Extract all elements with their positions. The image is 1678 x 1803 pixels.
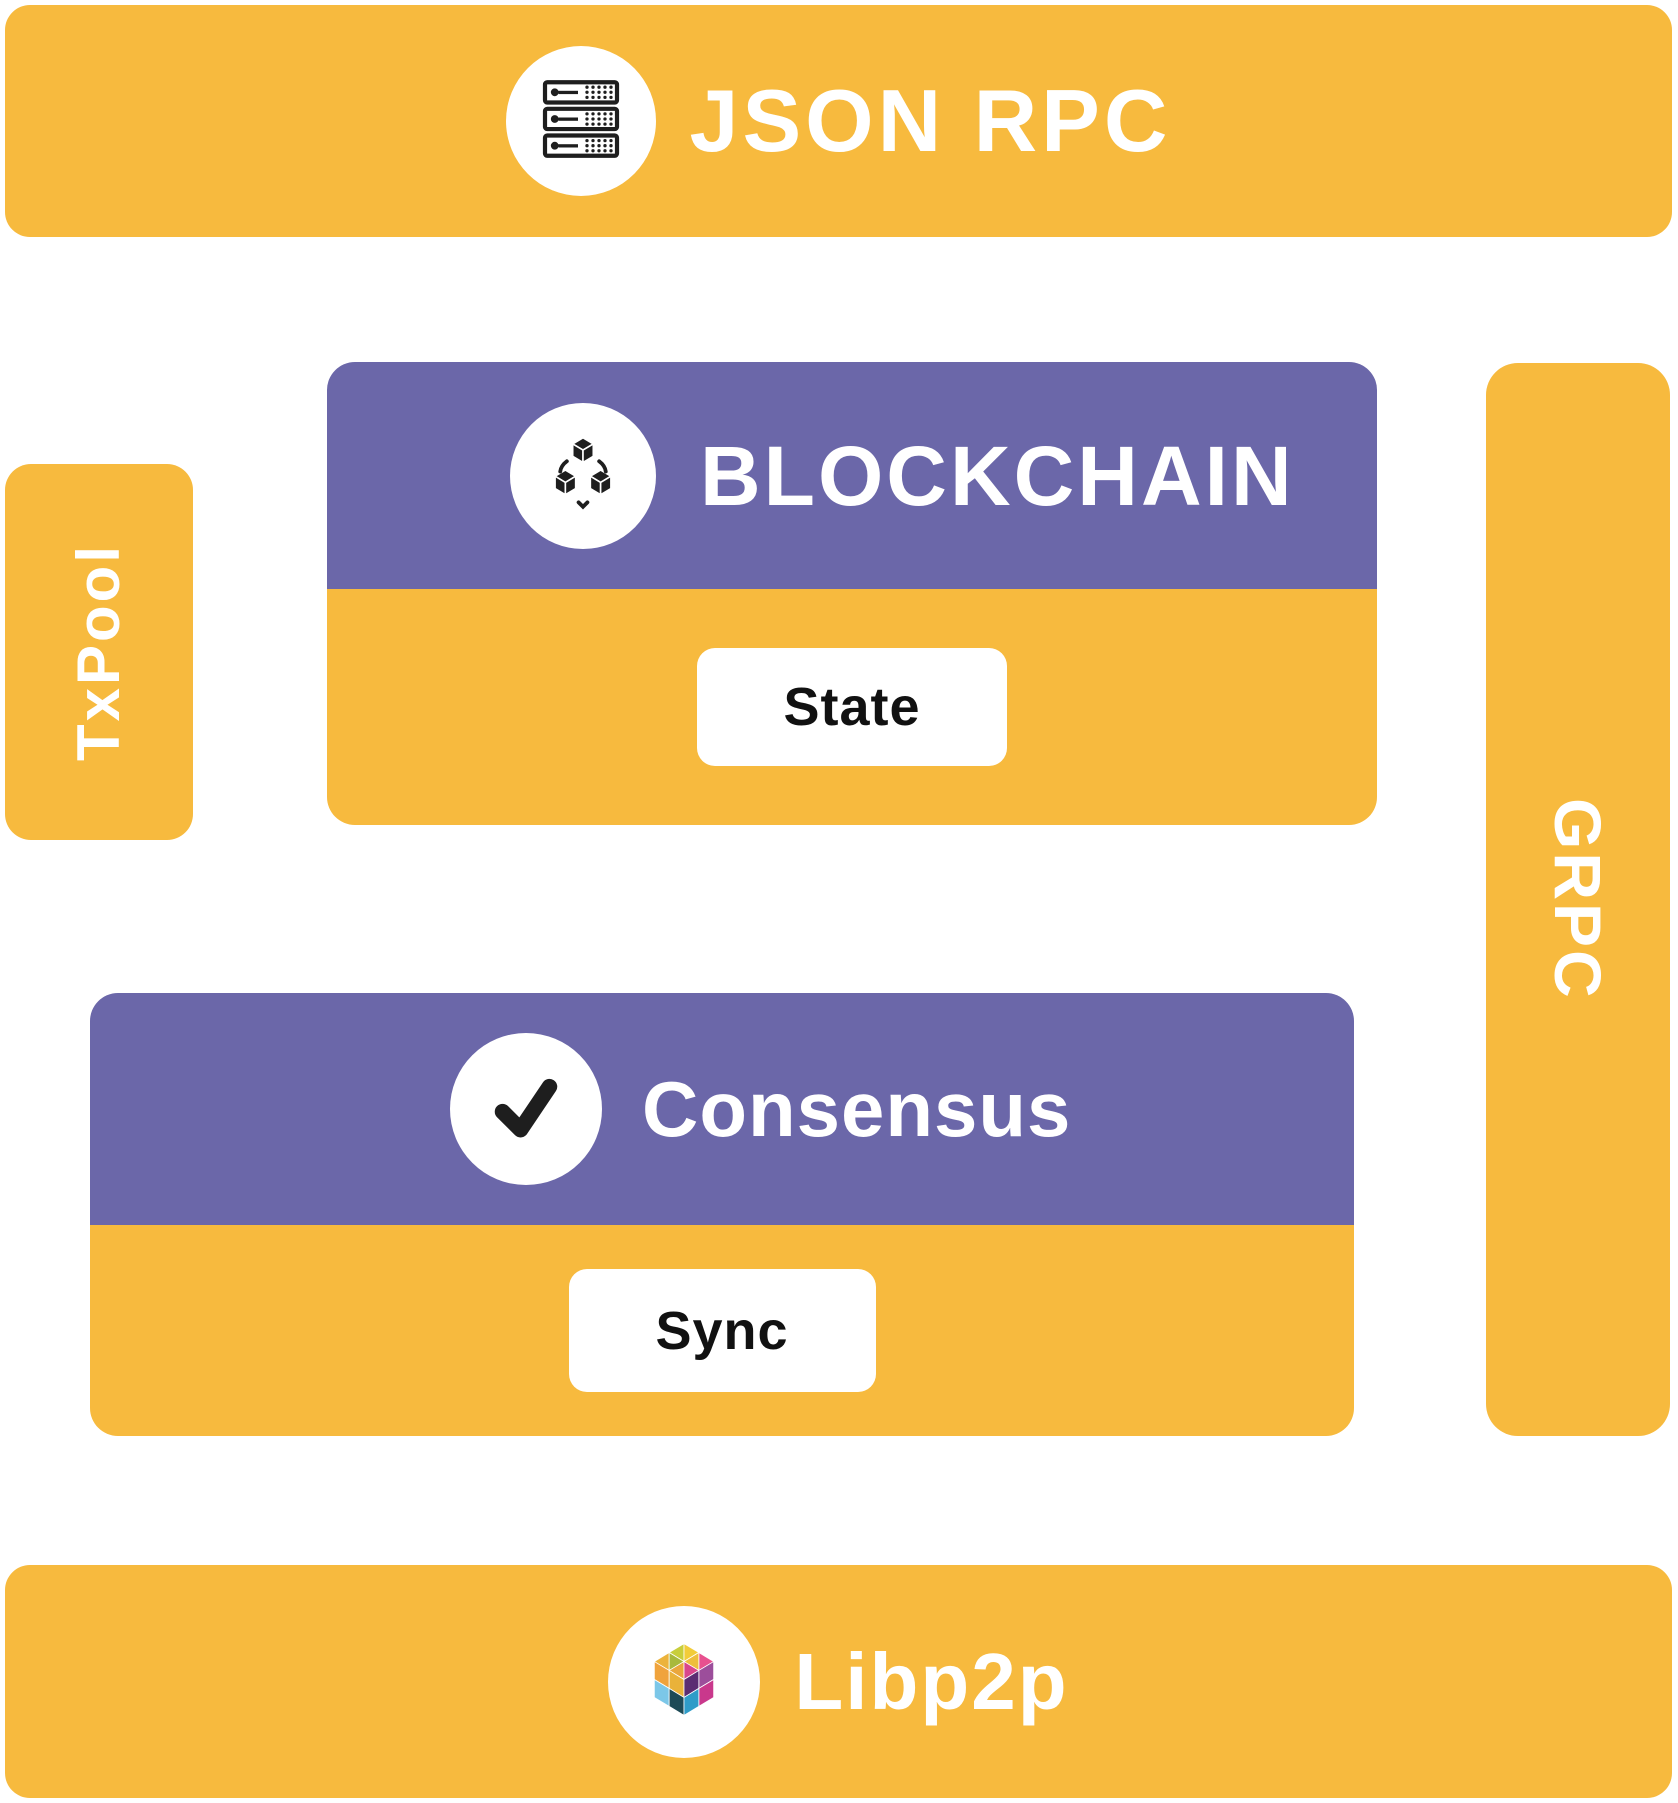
- libp2p-cube-icon: [634, 1628, 734, 1736]
- check-icon-circle: [450, 1033, 602, 1185]
- state-label: State: [783, 677, 921, 737]
- txpool-label: TxPool: [65, 542, 132, 761]
- blockchain-module: BLOCKCHAIN State: [327, 362, 1377, 825]
- server-rack-icon-circle: [505, 46, 656, 196]
- blocks-icon: [536, 426, 630, 525]
- blockchain-body: State: [327, 589, 1377, 825]
- libp2p-icon-circle: [608, 1605, 761, 1758]
- grpc-label: GRPC: [1541, 798, 1615, 1001]
- blocks-icon-circle: [510, 402, 656, 549]
- json-rpc-label: JSON RPC: [689, 71, 1172, 170]
- libp2p-label: Libp2p: [794, 1636, 1069, 1726]
- consensus-module: Consensus Sync: [90, 993, 1354, 1436]
- grpc-bar: GRPC: [1486, 363, 1670, 1436]
- consensus-title: Consensus: [642, 1065, 1072, 1153]
- json-rpc-banner: JSON RPC: [5, 5, 1672, 237]
- state-card: State: [697, 648, 1007, 766]
- sync-card: Sync: [568, 1269, 876, 1392]
- txpool-bar: TxPool: [5, 464, 193, 840]
- server-rack-icon: [533, 71, 629, 172]
- libp2p-banner: Libp2p: [5, 1565, 1672, 1798]
- blockchain-header: BLOCKCHAIN: [327, 362, 1377, 589]
- blockchain-title: BLOCKCHAIN: [700, 428, 1295, 523]
- check-icon: [476, 1057, 576, 1162]
- sync-label: Sync: [655, 1300, 789, 1361]
- consensus-header: Consensus: [90, 993, 1354, 1225]
- consensus-body: Sync: [90, 1225, 1354, 1436]
